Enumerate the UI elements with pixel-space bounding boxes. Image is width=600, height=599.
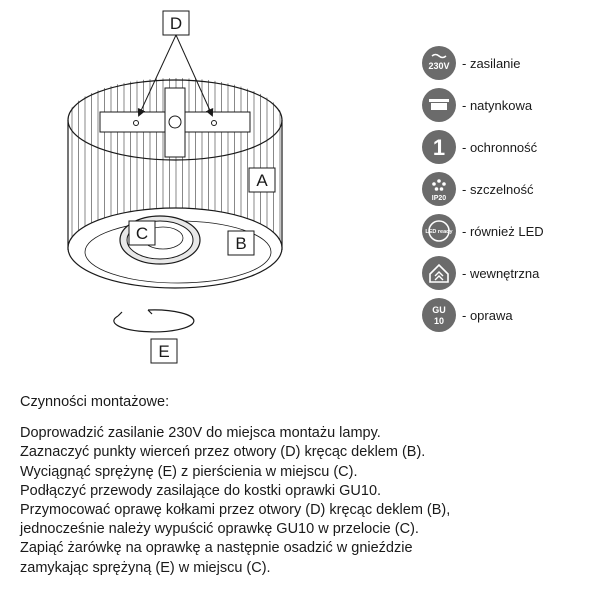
legend-text-protection: - ochronność xyxy=(462,139,538,155)
ip20-icon: IP20 xyxy=(422,172,456,206)
surface-mount-icon xyxy=(422,88,456,122)
label-box-b xyxy=(227,230,255,256)
gu10-icon: GU 10 xyxy=(422,298,456,332)
lamp-mounting-diagram: D A B C E xyxy=(67,10,283,364)
instruction-line: Zaznaczyć punkty wierceń przez otwory (D… xyxy=(20,444,426,461)
legend-row-ip: IP20 - szczelność xyxy=(420,168,596,210)
instructions-heading: Czynności montażowe: xyxy=(20,394,170,410)
label-c: C xyxy=(136,224,148,243)
lamp-body-outline xyxy=(67,79,283,250)
legend-text-voltage: - zasilanie xyxy=(462,55,521,71)
label-d: D xyxy=(170,14,182,33)
mounting-instructions: Czynności montażowe: Doprowadzić zasilan… xyxy=(20,393,590,578)
instruction-line: Doprowadzić zasilanie 230V do miejsca mo… xyxy=(20,425,381,442)
indoor-icon xyxy=(422,256,456,290)
legend-text-socket: - oprawa xyxy=(462,307,513,323)
legend-text-ip: - szczelność xyxy=(462,181,534,197)
label-b: B xyxy=(235,234,246,253)
legend-row-surface: - natynkowa xyxy=(420,84,596,126)
instruction-line: Zapiąć żarówkę na oprawkę a następnie os… xyxy=(20,540,413,557)
legend-text-indoor: - wewnętrzna xyxy=(462,265,540,281)
svg-text:1: 1 xyxy=(433,135,445,160)
svg-text:GU: GU xyxy=(432,305,446,315)
arrow-to-hole-left xyxy=(137,34,177,117)
instruction-line: zamykając sprężyną (E) w miejscu (C). xyxy=(20,559,271,576)
label-a: A xyxy=(256,171,268,190)
svg-text:230V: 230V xyxy=(428,61,449,71)
legend-row-protection: 1 - ochronność xyxy=(420,126,596,168)
legend-text-led: - również LED xyxy=(462,223,544,239)
label-e: E xyxy=(158,342,169,361)
legend-row-socket: GU 10 - oprawa xyxy=(420,294,596,336)
mounting-plate xyxy=(99,87,251,158)
instruction-line: jednocześnie należy wypuścić oprawkę GU1… xyxy=(20,521,419,538)
spring-clip xyxy=(113,309,195,333)
legend-text-surface: - natynkowa xyxy=(462,97,533,113)
label-box-e xyxy=(150,338,178,364)
legend-row-voltage: 230V - zasilanie xyxy=(420,42,596,84)
instruction-line: Przymocować oprawę kołkami przez otwory … xyxy=(20,502,451,519)
label-box-a xyxy=(248,167,276,193)
svg-text:LED ready: LED ready xyxy=(425,229,453,235)
spec-legend: 230V - zasilanie - natynkowa 1 - ochronn… xyxy=(420,42,596,336)
label-box-c xyxy=(128,220,156,246)
legend-row-indoor: - wewnętrzna xyxy=(420,252,596,294)
svg-text:10: 10 xyxy=(434,316,444,326)
legend-row-led: LED ready - również LED xyxy=(420,210,596,252)
instruction-line: Podłączyć przewody zasilające do kostki … xyxy=(20,482,382,499)
protection-class-1-icon: 1 xyxy=(422,130,456,164)
svg-text:IP20: IP20 xyxy=(432,195,447,202)
led-ready-icon: LED ready xyxy=(422,214,456,248)
voltage-230v-icon: 230V xyxy=(422,46,456,80)
arrow-to-hole-right xyxy=(175,34,214,117)
instruction-line: Wyciągnąć sprężynę (E) z pierścienia w m… xyxy=(20,463,358,480)
